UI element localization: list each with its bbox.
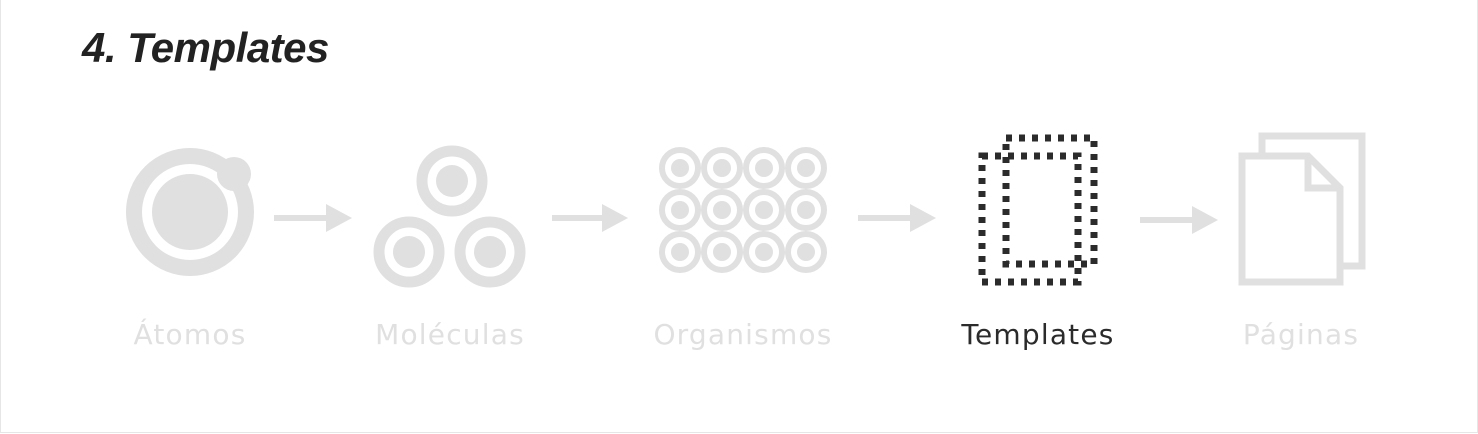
step-label-atomos: Átomos <box>133 318 247 351</box>
arrow-right-icon <box>552 204 628 232</box>
step-label-moleculas: Moléculas <box>375 318 525 351</box>
pages-stack-icon <box>1238 132 1366 286</box>
step-label-paginas: Páginas <box>1242 318 1360 351</box>
molecule-icon <box>373 145 526 288</box>
arrow-right-icon <box>274 204 352 232</box>
arrow-right-icon <box>858 204 936 232</box>
atom-icon <box>126 148 254 276</box>
dotted-template-icon <box>978 134 1098 286</box>
step-label-organismos: Organismos <box>653 318 833 351</box>
organism-grid-icon <box>659 147 827 273</box>
page-title: 4. Templates <box>82 24 329 71</box>
step-label-templates: Templates <box>961 318 1115 351</box>
arrow-right-icon <box>1140 206 1218 234</box>
